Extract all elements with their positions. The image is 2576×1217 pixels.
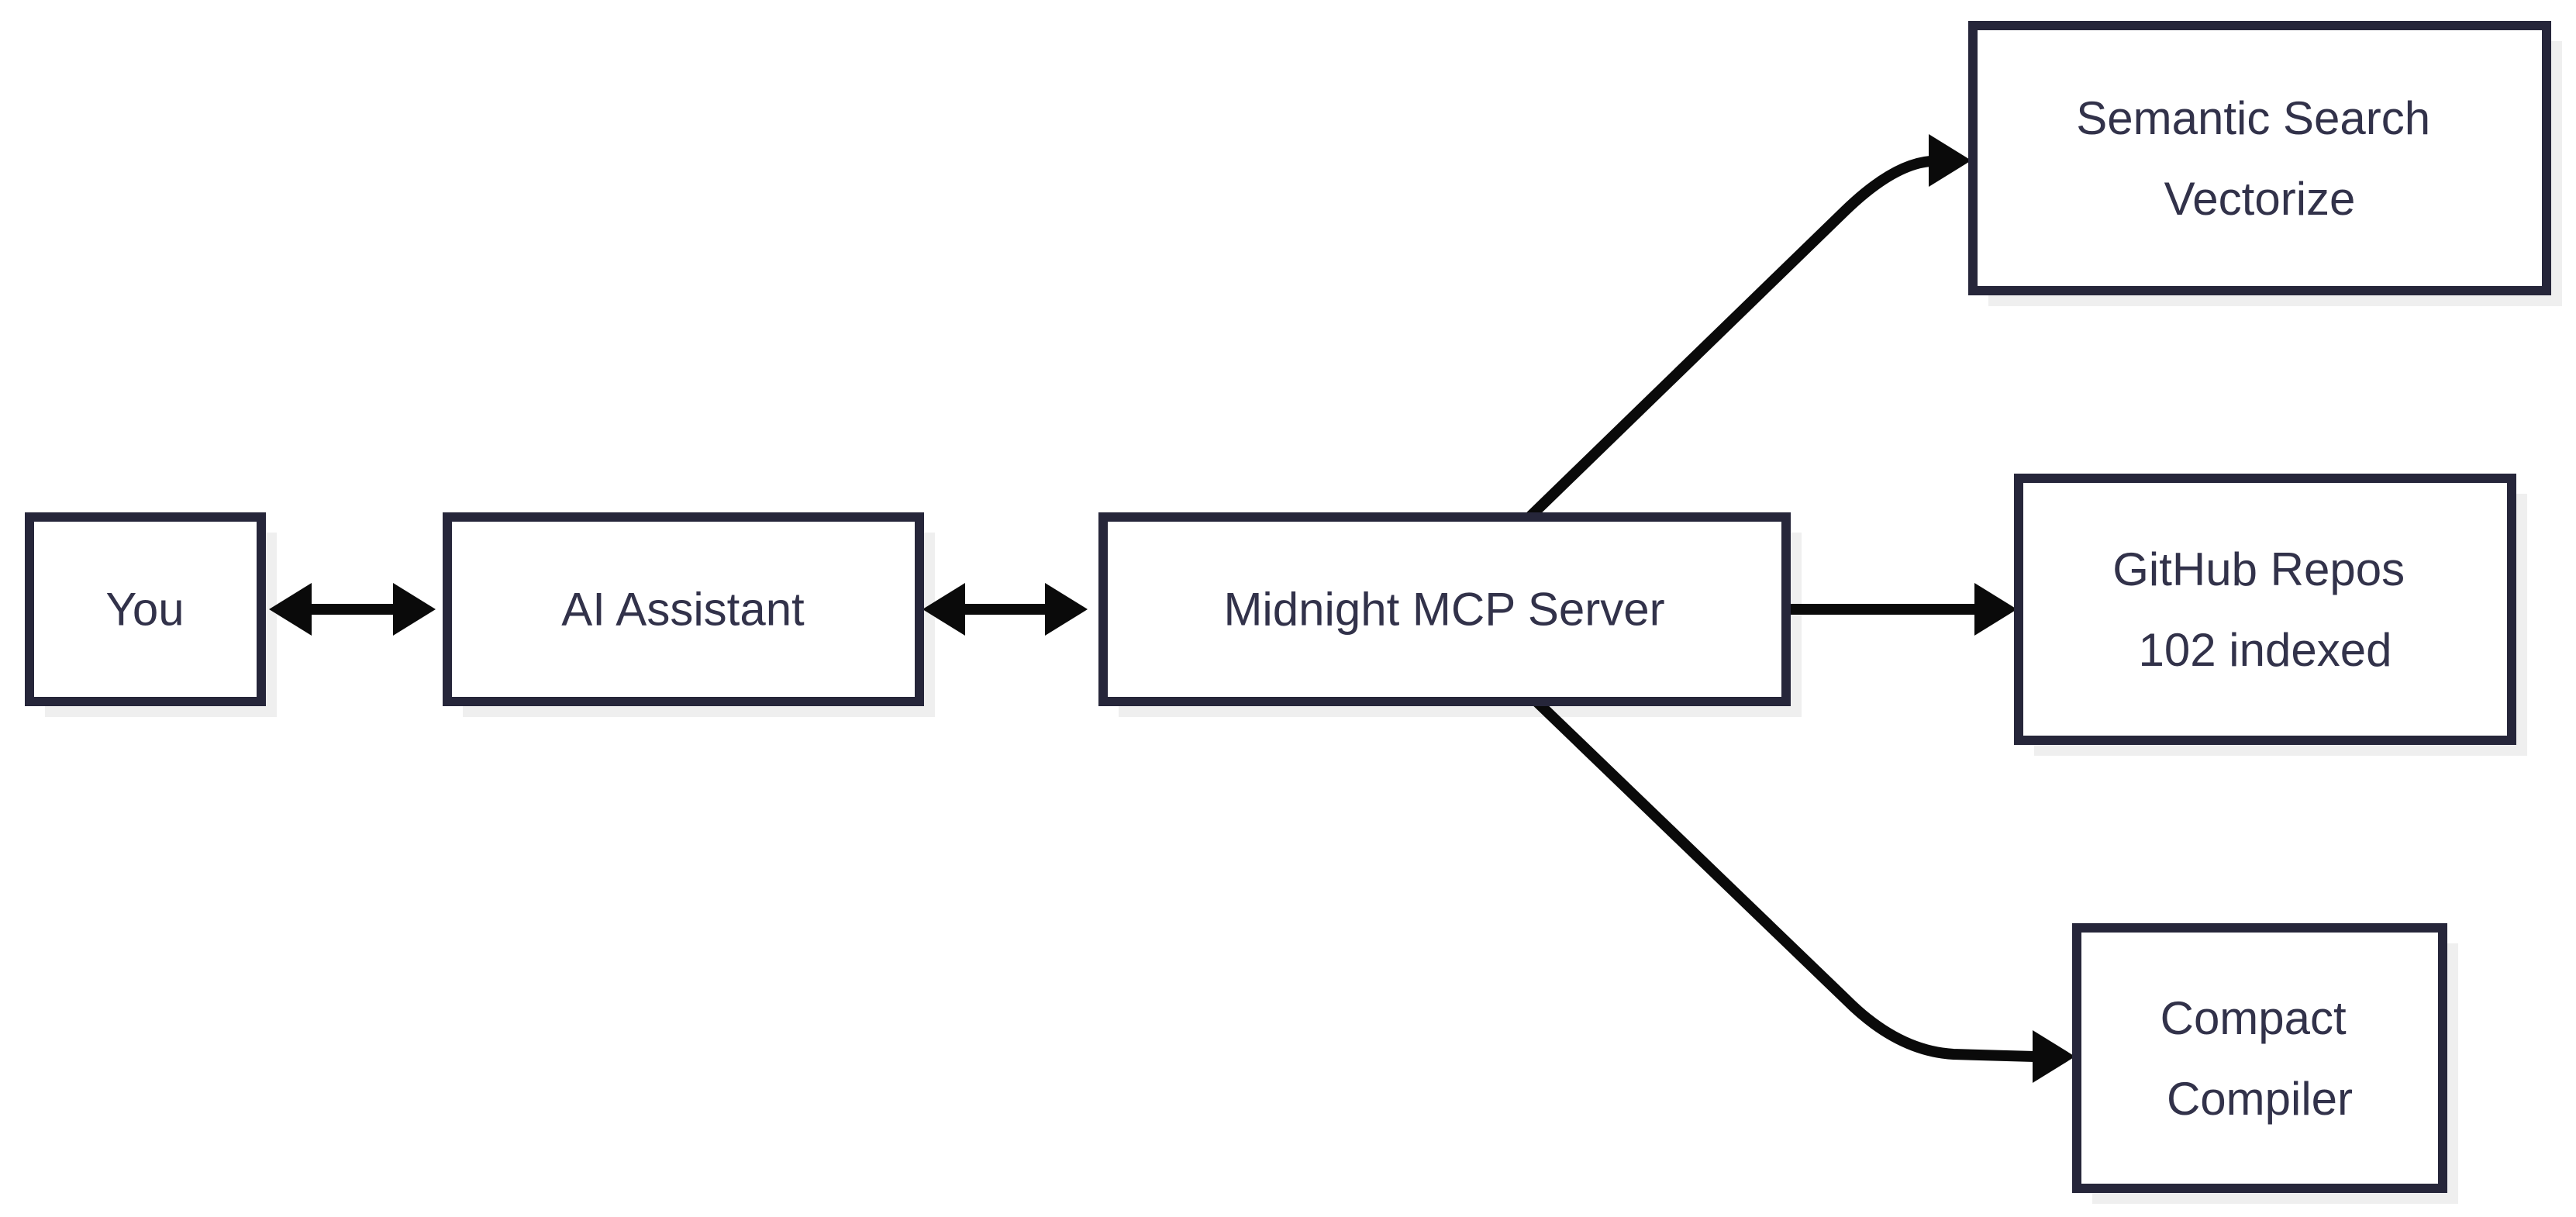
node-you: You bbox=[25, 512, 266, 706]
node-you-label: You bbox=[105, 584, 184, 636]
label-line-2: Compiler bbox=[2167, 1073, 2353, 1125]
arrow-mcp-server-compact-compiler bbox=[1529, 694, 2075, 1083]
node-semantic-search: Semantic Search Vectorize bbox=[1968, 21, 2551, 295]
node-ai-assistant-label: AI Assistant bbox=[561, 584, 805, 636]
node-github-repos-label: GitHub Repos 102 indexed bbox=[2112, 543, 2418, 676]
label-line-1: Compact bbox=[2160, 992, 2347, 1044]
node-mcp-server-label: Midnight MCP Server bbox=[1223, 584, 1664, 636]
arrow-you-ai-assistant bbox=[269, 583, 436, 636]
node-semantic-search-box bbox=[1968, 21, 2551, 295]
label-line-2: 102 indexed bbox=[2139, 624, 2392, 676]
arrow-left-head-icon bbox=[922, 583, 965, 636]
nodes: You AI Assistant Midnight MCP Server Sem… bbox=[25, 21, 2551, 1193]
arrow-right-head-icon bbox=[2033, 1030, 2075, 1083]
node-ai-assistant: AI Assistant bbox=[443, 512, 924, 706]
node-compact-compiler: Compact Compiler bbox=[2072, 923, 2447, 1193]
node-github-repos: GitHub Repos 102 indexed bbox=[2014, 474, 2516, 745]
node-ai-assistant-box bbox=[443, 512, 924, 706]
arrow-mcp-compiler-shaft bbox=[1529, 694, 2035, 1062]
label-line-1: GitHub Repos bbox=[2112, 543, 2405, 595]
arrow-right-head-icon bbox=[393, 583, 436, 636]
node-compact-compiler-box bbox=[2072, 923, 2447, 1193]
node-compact-compiler-label: Compact Compiler bbox=[2160, 992, 2360, 1125]
node-semantic-search-label: Semantic Search Vectorize bbox=[2076, 92, 2443, 225]
arrow-mcp-server-github-repos bbox=[1789, 583, 2017, 636]
arrow-mcp-server-semantic-search bbox=[1522, 134, 1971, 526]
arrow-right-head-icon bbox=[1974, 583, 2017, 636]
arrow-right-head-icon bbox=[1929, 134, 1971, 187]
arrow-ai-assistant-mcp-server bbox=[922, 583, 1088, 636]
label-line-2: Vectorize bbox=[2164, 173, 2356, 225]
node-mcp-server: Midnight MCP Server bbox=[1098, 512, 1791, 706]
arrow-left-head-icon bbox=[269, 583, 312, 636]
node-mcp-server-box bbox=[1098, 512, 1791, 706]
label-line-1: Semantic Search bbox=[2076, 92, 2430, 144]
arrow-mcp-semantic-shaft bbox=[1522, 155, 1935, 526]
node-github-repos-box bbox=[2014, 474, 2516, 745]
node-you-box bbox=[25, 512, 266, 706]
edges bbox=[269, 134, 2075, 1083]
arrow-right-head-icon bbox=[1045, 583, 1088, 636]
